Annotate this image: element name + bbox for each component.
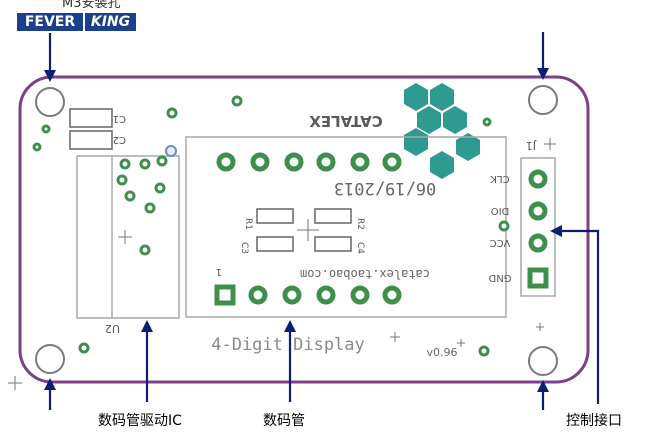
callout-arrows — [44, 32, 600, 410]
c2-label: C2 — [113, 134, 126, 145]
c3-label: C3 — [239, 242, 249, 254]
version-text: v0.96 — [426, 346, 457, 359]
mounting-holes — [35, 85, 558, 376]
caption-display: 数码管 — [263, 413, 305, 429]
r2-label: R2 — [355, 218, 365, 230]
logo-king: KING — [85, 13, 136, 31]
j1-pads — [527, 169, 549, 289]
pin-label-gnd: GND — [488, 272, 511, 283]
board-outline — [18, 75, 590, 384]
top-cropped-text: M3安装孔 — [62, 0, 121, 11]
display-pins-top — [216, 152, 402, 172]
display-pins-bottom — [214, 284, 402, 306]
board-title-text: 4-Digit Display — [211, 335, 365, 355]
brand-text: CATALEX — [309, 112, 383, 130]
cross-markers — [8, 138, 556, 390]
pin-label-vcc: VCC — [490, 237, 511, 248]
caption-interface: 控制接口 — [566, 413, 622, 429]
pin-label-clk: CLK — [490, 173, 510, 184]
vias — [32, 95, 510, 357]
logo-fever: FEVER — [17, 13, 83, 31]
r1-label: R1 — [243, 218, 253, 230]
u2-label: U2 — [105, 322, 120, 335]
c4-label: C4 — [355, 242, 365, 254]
catalex-hex-logo — [404, 83, 480, 179]
pin-label-dio: DIO — [491, 205, 510, 216]
date-text: 06/19/2013 — [334, 178, 436, 198]
smd-parts-center — [256, 208, 352, 252]
url-text: catalex.taobao.com — [300, 267, 430, 281]
fiducial — [165, 145, 177, 157]
driver-ic-outline — [76, 155, 180, 319]
j1-label: J1 — [526, 139, 537, 152]
c1-label: C1 — [113, 113, 126, 124]
caption-driver-ic: 数码管驱动IC — [98, 413, 182, 429]
smd-parts-left — [69, 108, 113, 150]
j1-connector-outline — [520, 157, 556, 297]
pin1-label: 1 — [216, 266, 222, 277]
